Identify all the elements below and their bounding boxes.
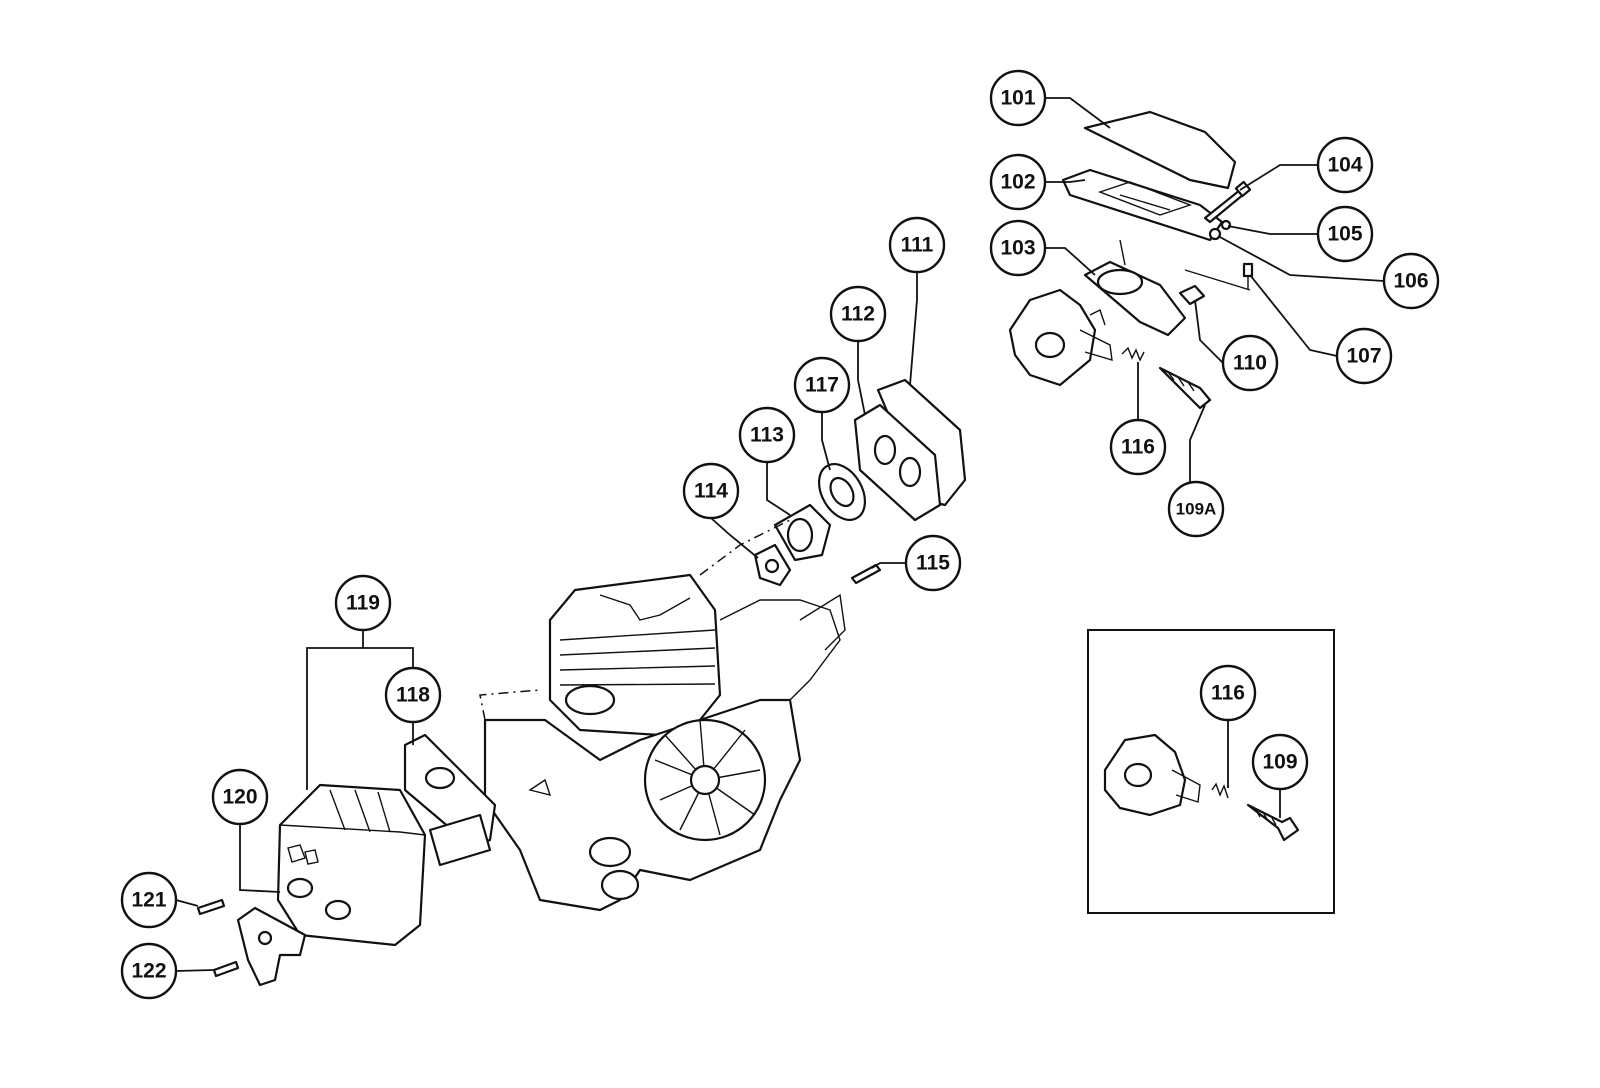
- callout-113: 113: [738, 406, 796, 464]
- intake-manifold-113: [773, 503, 832, 562]
- callout-118: 118: [384, 666, 442, 724]
- washer-106: [1208, 227, 1222, 241]
- choke-rod: [1184, 269, 1251, 291]
- callout-109-inset: 109: [1251, 733, 1309, 791]
- inset-carburetor: [1103, 733, 1201, 817]
- callout-label: 101: [1000, 87, 1035, 110]
- callout-label: 116: [1121, 436, 1155, 459]
- callout-label: 118: [396, 684, 430, 707]
- callout-label: 107: [1346, 345, 1381, 368]
- inset-box: [1087, 629, 1335, 914]
- callout-111: 111: [888, 216, 946, 274]
- callout-117: 117: [793, 356, 851, 414]
- callout-122: 122: [120, 942, 178, 1000]
- inset-screw-109: [1246, 803, 1300, 842]
- callout-109A: 109A: [1167, 480, 1225, 538]
- callout-label: 121: [131, 889, 166, 912]
- callout-103: 103: [989, 219, 1047, 277]
- callout-label: 117: [805, 374, 839, 397]
- callout-label: 122: [131, 960, 166, 983]
- callout-119: 119: [334, 574, 392, 632]
- cylinder: [548, 573, 722, 737]
- callout-114: 114: [682, 462, 740, 520]
- carburetor-adapter-plate: [1083, 239, 1187, 337]
- callout-label: 113: [750, 424, 784, 447]
- callout-120: 120: [211, 768, 269, 826]
- callout-label: 119: [346, 592, 380, 615]
- callout-112: 112: [829, 285, 887, 343]
- spark-arrestor-120: [236, 906, 307, 987]
- callout-101: 101: [989, 69, 1047, 127]
- screw-115: [850, 563, 882, 585]
- screw-121: [196, 898, 226, 916]
- callout-104: 104: [1316, 136, 1374, 194]
- callout-label: 120: [222, 786, 257, 809]
- callout-label: 109A: [1176, 500, 1217, 519]
- screw-122: [212, 960, 240, 978]
- crankcase: [483, 593, 846, 912]
- callout-label: 109: [1262, 751, 1297, 774]
- flange-117: [817, 463, 867, 521]
- screw-107: [1242, 262, 1254, 290]
- callout-102: 102: [989, 153, 1047, 211]
- intake-plate-112: [853, 403, 942, 522]
- callout-label: 111: [901, 234, 934, 257]
- spring-116: [1121, 346, 1145, 362]
- callout-label: 116: [1211, 682, 1245, 705]
- callout-106: 106: [1382, 252, 1440, 310]
- callout-116-inset: 116: [1199, 664, 1257, 722]
- washer-105: [1220, 219, 1232, 231]
- clip-110: [1178, 284, 1206, 306]
- callout-label: 105: [1327, 223, 1362, 246]
- callout-110: 110: [1221, 334, 1279, 392]
- callout-105: 105: [1316, 205, 1374, 263]
- callout-label: 106: [1393, 270, 1428, 293]
- callout-label: 110: [1233, 352, 1267, 375]
- leader-lines: [175, 97, 1385, 972]
- callout-label: 112: [841, 303, 875, 326]
- gasket-114: [753, 543, 792, 587]
- callout-label: 103: [1000, 237, 1035, 260]
- callout-label: 104: [1327, 154, 1362, 177]
- callout-121: 121: [120, 871, 178, 929]
- intake-axis-line: [699, 519, 791, 576]
- callout-115: 115: [904, 534, 962, 592]
- callout-116: 116: [1109, 418, 1167, 476]
- callout-label: 102: [1000, 171, 1035, 194]
- idle-screw-109A: [1158, 366, 1212, 410]
- inset-spring-116: [1211, 782, 1229, 799]
- callout-label: 114: [694, 480, 728, 503]
- muffler-119: [276, 783, 427, 947]
- callout-107: 107: [1335, 327, 1393, 385]
- carburetor: [1008, 288, 1113, 387]
- air-filter-cover: [1083, 110, 1237, 190]
- crankcase-dashed-outline: [479, 689, 541, 721]
- callout-label: 115: [916, 552, 950, 575]
- muffler-gasket-118: [403, 733, 497, 867]
